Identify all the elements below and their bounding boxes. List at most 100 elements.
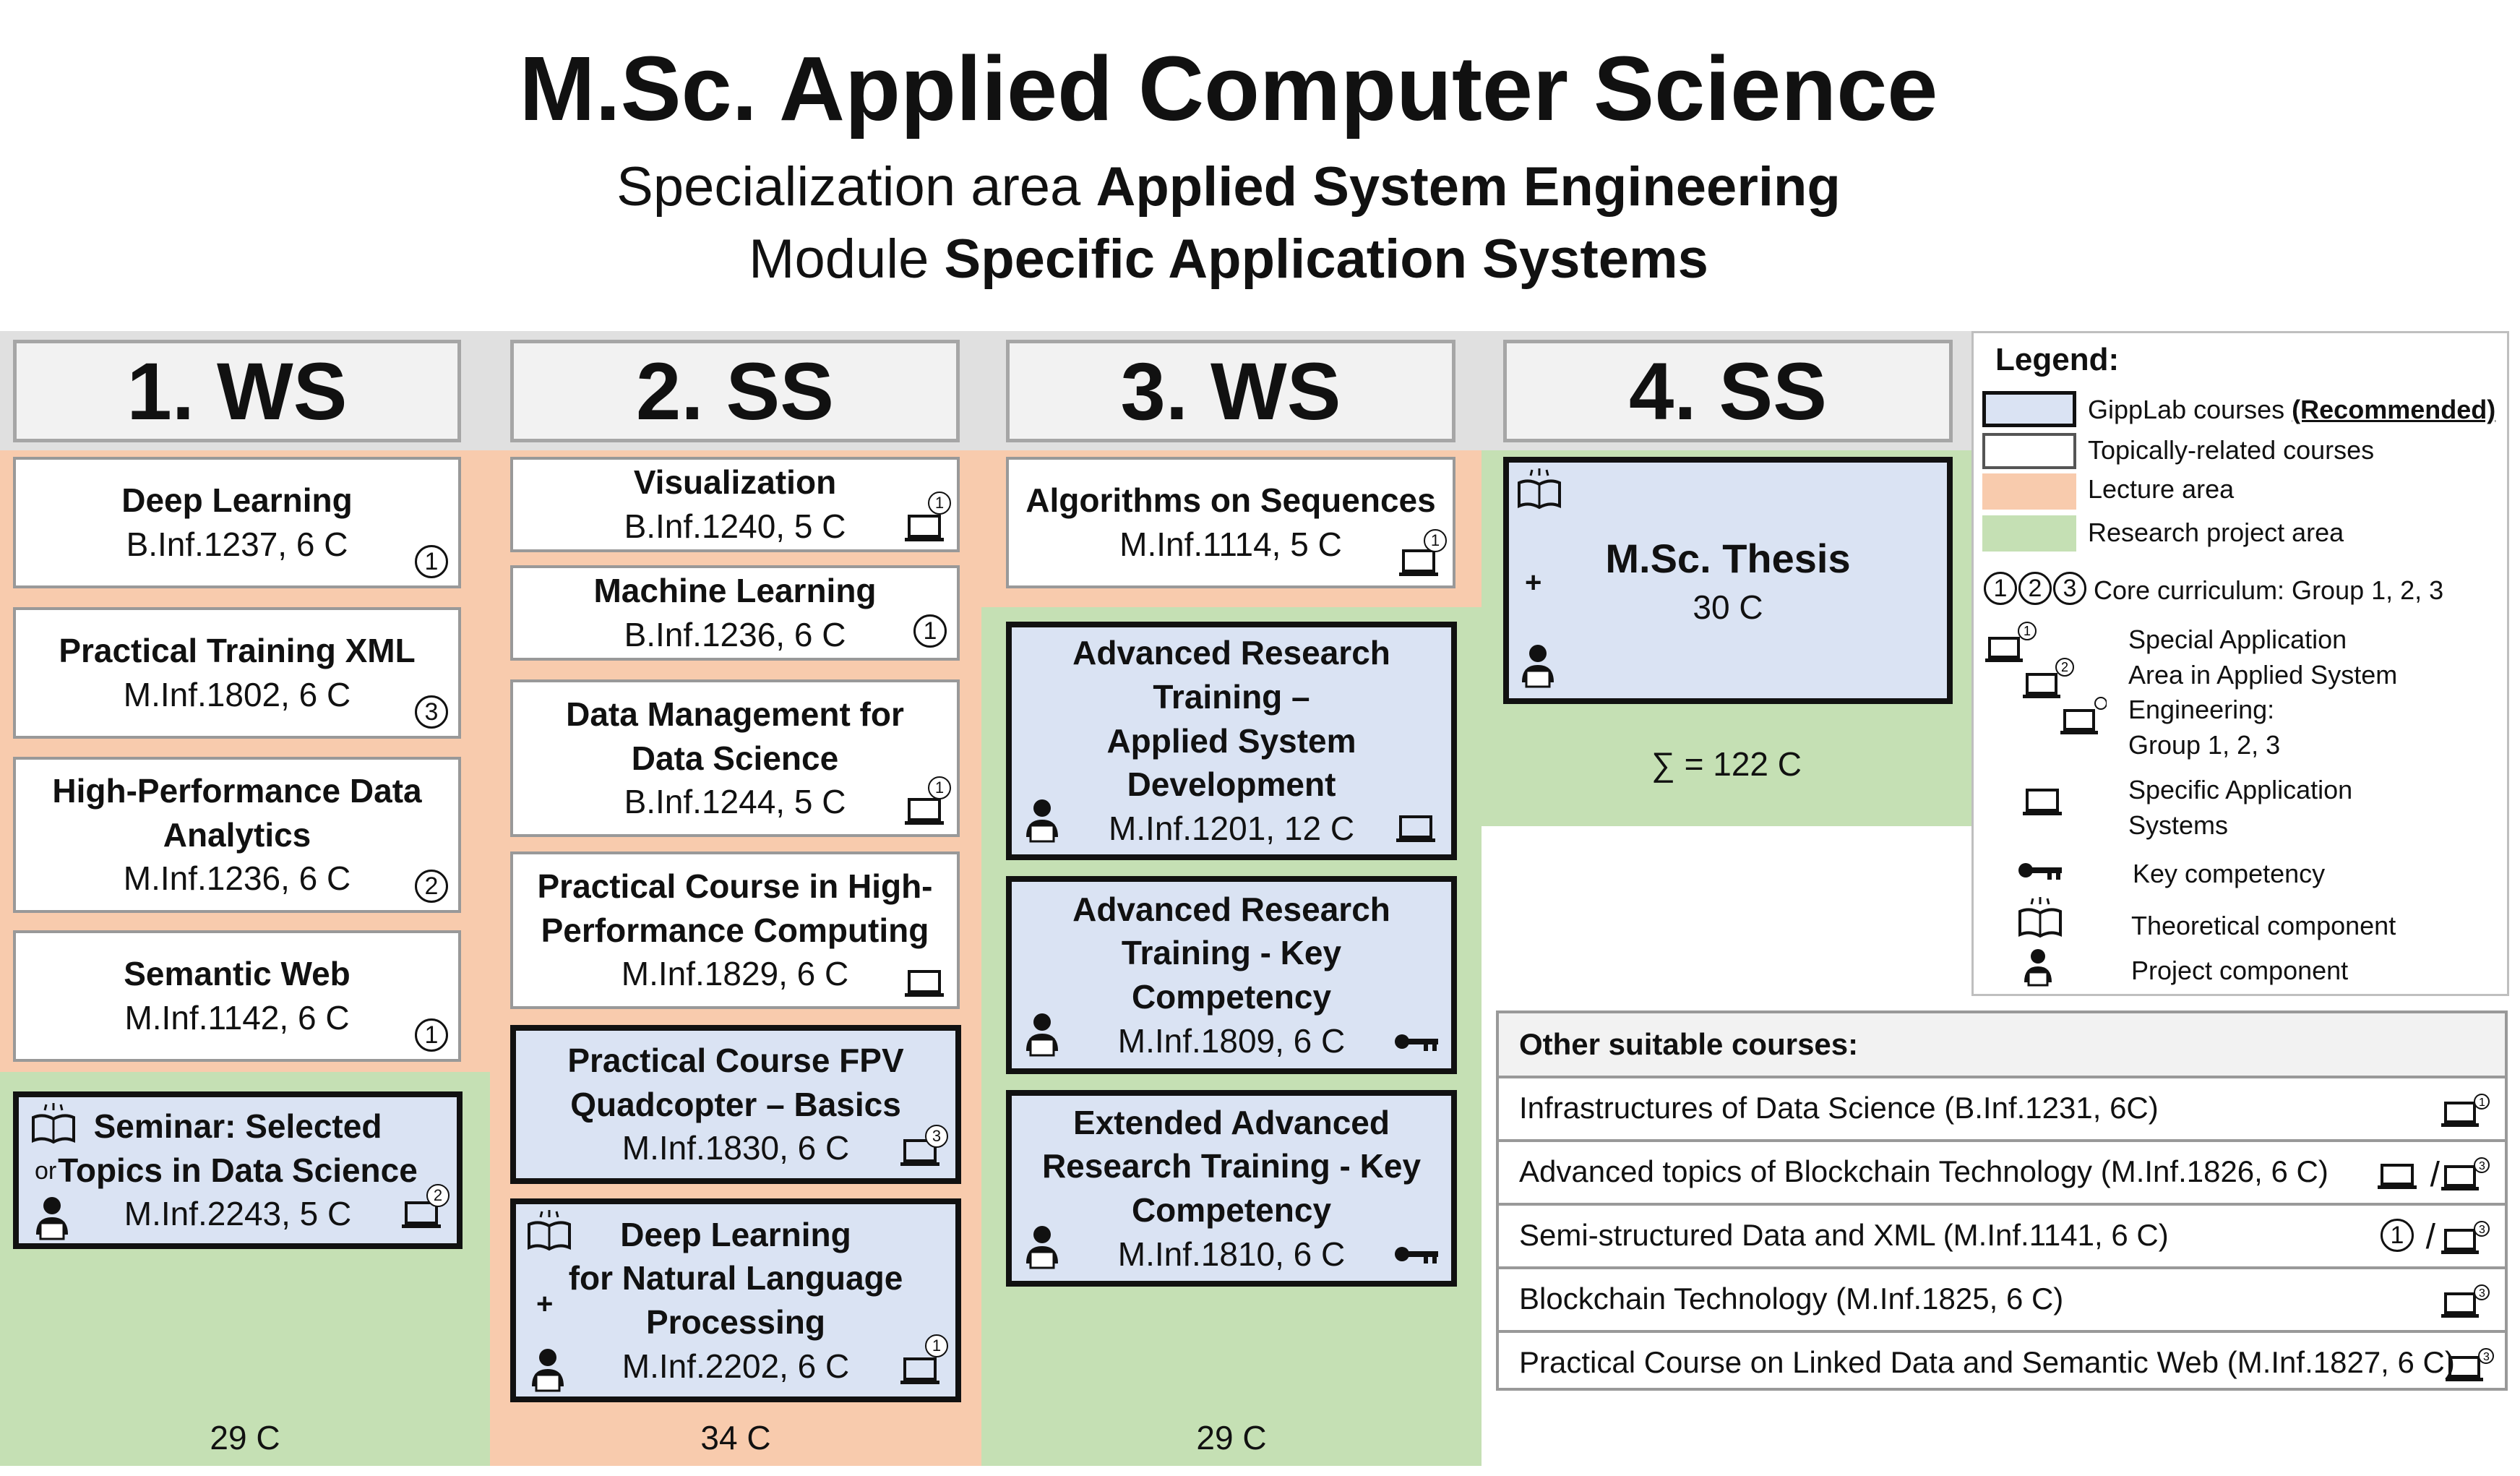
laptop-icon bbox=[905, 970, 944, 997]
topical-swatch bbox=[1982, 433, 2076, 469]
lecture-swatch bbox=[1982, 473, 2076, 510]
laptop-icon: 3 bbox=[2441, 1221, 2490, 1254]
slash-separator: / bbox=[2425, 1218, 2435, 1256]
book-icon bbox=[2018, 897, 2062, 938]
group-2-badge: 2 bbox=[415, 870, 448, 903]
group-3-badge-small: 3 bbox=[925, 1125, 948, 1148]
book-icon bbox=[1518, 468, 1561, 510]
laptop-icon bbox=[905, 798, 944, 825]
or-label: or bbox=[35, 1157, 57, 1185]
legend-title: Legend: bbox=[1995, 342, 2120, 377]
group-2-badge-small: 2 bbox=[426, 1184, 450, 1207]
other-course-row[interactable]: Advanced topics of Blockchain Technology… bbox=[1499, 1139, 2505, 1201]
legend-gipplab: GippLab courses (Recommended) bbox=[2088, 395, 2496, 424]
svg-text:3: 3 bbox=[2479, 1224, 2485, 1236]
slash-separator: / bbox=[2430, 1156, 2440, 1194]
laptop-icon: 3 bbox=[2441, 1284, 2490, 1318]
course-fpv-quadcopter[interactable]: Practical Course FPV Quadcopter – Basics… bbox=[510, 1025, 961, 1184]
research-swatch bbox=[1982, 515, 2076, 552]
svg-text:3: 3 bbox=[2479, 1160, 2485, 1172]
group-1-badge: 1 bbox=[2381, 1219, 2414, 1252]
group-2-badge: 2 bbox=[2018, 572, 2052, 605]
course-machine-learning[interactable]: Machine Learning B.Inf.1236, 6 C 1 bbox=[510, 565, 960, 661]
group-3-badge: 3 bbox=[415, 695, 448, 729]
legend-topical: Topically-related courses bbox=[2088, 435, 2375, 465]
page-title: M.Sc. Applied Computer Science bbox=[519, 38, 1938, 140]
other-course-row[interactable]: Semi-structured Data and XML (M.Inf.1141… bbox=[1499, 1203, 2505, 1265]
laptop-icon bbox=[402, 1201, 441, 1228]
legend-specific-systems: Specific Application Systems bbox=[2128, 775, 2353, 840]
course-deep-learning[interactable]: Deep Learning B.Inf.1237, 6 C 1 bbox=[13, 457, 461, 588]
person-laptop-icon bbox=[1522, 645, 1554, 688]
laptop-icon bbox=[1399, 549, 1438, 576]
legend-key-competency: Key competency bbox=[2133, 859, 2326, 888]
course-hpc-practical[interactable]: Practical Course in High- Performance Co… bbox=[510, 851, 960, 1009]
course-art-asd[interactable]: Advanced Research Training – Applied Sys… bbox=[1006, 622, 1457, 860]
group-1-badge: 1 bbox=[1984, 572, 2017, 605]
course-hpda[interactable]: High-Performance Data Analytics M.Inf.12… bbox=[13, 757, 461, 913]
group-1-badge-small: 1 bbox=[925, 1334, 948, 1357]
semester-2-header: 2. SS bbox=[510, 340, 960, 442]
laptop-icon bbox=[900, 1139, 939, 1166]
key-icon bbox=[1395, 1034, 1438, 1051]
group-1-badge: 1 bbox=[415, 545, 448, 578]
total-sum: ∑ = 122 C bbox=[1651, 745, 1802, 783]
key-icon bbox=[1395, 1247, 1438, 1263]
group-3-badge: 3 bbox=[2053, 572, 2086, 605]
other-course-row[interactable]: Practical Course on Linked Data and Sema… bbox=[1499, 1330, 2505, 1392]
svg-text:1: 1 bbox=[2024, 624, 2031, 638]
course-dl-nlp[interactable]: Deep Learning for Natural Language Proce… bbox=[510, 1198, 961, 1402]
semester-4-header: 4. SS bbox=[1503, 340, 1953, 442]
legend-research: Research project area bbox=[2088, 518, 2344, 547]
laptop-icon bbox=[2378, 1164, 2417, 1189]
key-icon bbox=[2018, 863, 2062, 880]
person-laptop-icon bbox=[1026, 1226, 1058, 1269]
svg-text:3: 3 bbox=[2479, 1287, 2485, 1300]
laptop-icon: 3 bbox=[2441, 1157, 2490, 1190]
course-art-key[interactable]: Advanced Research Training - Key Compete… bbox=[1006, 876, 1457, 1074]
svg-text:3: 3 bbox=[2483, 1351, 2490, 1363]
other-course-row[interactable]: Blockchain Technology (M.Inf.1825, 6 C) … bbox=[1499, 1266, 2505, 1329]
plus-label: + bbox=[536, 1288, 554, 1320]
legend-lecture: Lecture area bbox=[2088, 474, 2235, 504]
other-courses-title: Other suitable courses: bbox=[1499, 1013, 2505, 1076]
group-1-badge: 1 bbox=[913, 614, 947, 648]
course-ext-art-key[interactable]: Extended Advanced Research Training - Ke… bbox=[1006, 1090, 1457, 1287]
person-laptop-icon bbox=[1026, 799, 1058, 843]
plus-label: + bbox=[1525, 567, 1542, 598]
module-line: Module Specific Application Systems bbox=[749, 228, 1708, 290]
course-algorithms-sequences[interactable]: Algorithms on Sequences M.Inf.1114, 5 C … bbox=[1006, 457, 1455, 588]
laptop-icon bbox=[2023, 789, 2062, 815]
legend-theoretical: Theoretical component bbox=[2131, 911, 2396, 940]
specialization-line: Specialization area Applied System Engin… bbox=[616, 156, 1841, 218]
laptop-icon: 3 bbox=[2446, 1348, 2494, 1381]
person-laptop-icon bbox=[36, 1197, 68, 1240]
course-seminar-data-science[interactable]: Seminar: Selected Topics in Data Science… bbox=[13, 1091, 463, 1249]
course-practical-training-xml[interactable]: Practical Training XML M.Inf.1802, 6 C 3 bbox=[13, 607, 461, 739]
svg-text:1: 1 bbox=[2479, 1097, 2485, 1109]
group-1-badge-small: 1 bbox=[928, 492, 951, 515]
person-laptop-icon bbox=[1026, 1013, 1058, 1057]
course-visualization[interactable]: Visualization B.Inf.1240, 5 C 1 bbox=[510, 457, 960, 552]
course-data-management[interactable]: Data Management for Data Science B.Inf.1… bbox=[510, 679, 960, 837]
person-laptop-icon bbox=[2024, 949, 2052, 987]
group-1-badge-small: 1 bbox=[928, 776, 951, 799]
svg-text:2: 2 bbox=[2061, 660, 2068, 674]
special-area-laptops-icon: 1 2 bbox=[1985, 622, 2107, 734]
col2-total-credits: 34 C bbox=[700, 1419, 771, 1456]
other-course-row[interactable]: Infrastructures of Data Science (B.Inf.1… bbox=[1499, 1076, 2505, 1138]
course-msc-thesis[interactable]: M.Sc. Thesis 30 C + bbox=[1503, 457, 1953, 704]
book-icon bbox=[528, 1210, 571, 1251]
legend-panel: Legend: GippLab courses (Recommended) To… bbox=[1971, 331, 2509, 996]
person-laptop-icon bbox=[532, 1349, 564, 1392]
laptop-icon bbox=[905, 515, 944, 541]
semester-1-header: 1. WS bbox=[13, 340, 461, 442]
group-1-badge-small: 1 bbox=[1424, 529, 1447, 552]
legend-core: Core curriculum: Group 1, 2, 3 bbox=[2094, 575, 2444, 605]
col1-total-credits: 29 C bbox=[210, 1419, 280, 1456]
group-1-badge: 1 bbox=[415, 1018, 448, 1052]
legend-project: Project component bbox=[2131, 956, 2349, 985]
laptop-icon bbox=[1396, 815, 1435, 842]
other-courses-panel: Other suitable courses: Infrastructures … bbox=[1496, 1011, 2508, 1391]
course-semantic-web[interactable]: Semantic Web M.Inf.1142, 6 C 1 bbox=[13, 930, 461, 1062]
